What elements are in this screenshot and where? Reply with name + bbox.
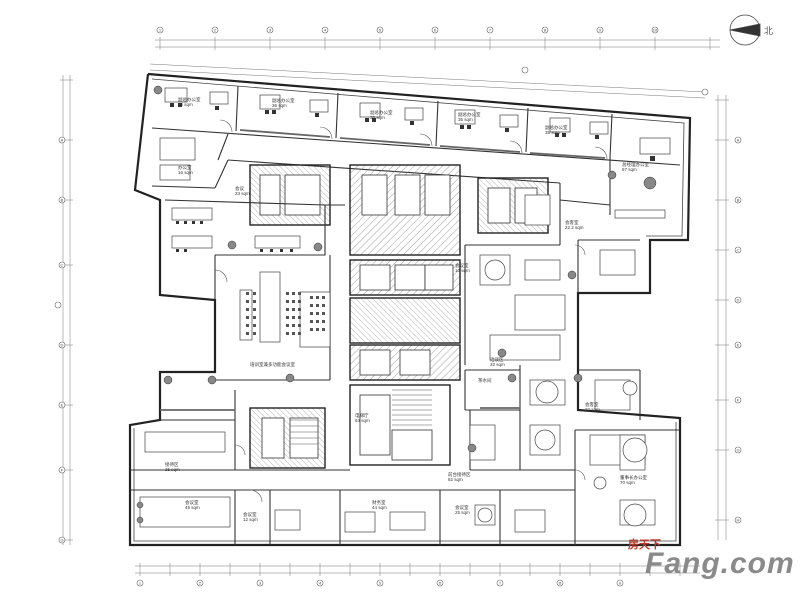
round-tables <box>477 259 648 527</box>
grid-axis-label-top: 9 <box>599 28 602 33</box>
grid-axis-label-left: D <box>61 343 64 348</box>
watermark-logo: Fang.com <box>645 547 795 580</box>
training-seats <box>246 292 325 335</box>
grid-axis-label-right: G <box>736 448 739 453</box>
grid-axis-label-left: A <box>61 138 64 143</box>
grid-axis-label-bottom: 2 <box>199 581 202 586</box>
grid-axis-label-right: D <box>737 298 740 303</box>
exterior-walls <box>128 72 692 547</box>
grid-axis-label-bottom: 6 <box>439 581 442 586</box>
grid-axis-label-bottom: 7 <box>499 581 502 586</box>
grid-axis-label-top: 7 <box>489 28 492 33</box>
core-internal <box>259 174 538 461</box>
desks <box>139 87 671 533</box>
grid-axis-label-bottom: 3 <box>259 581 262 586</box>
dimension-lines <box>62 39 727 574</box>
grid-axis-label-right: H <box>737 518 740 523</box>
grid-axis-label-top: 6 <box>434 28 437 33</box>
grid-axis-label-top: 10 <box>653 28 658 33</box>
room-label-pantry: 茶水间 <box>478 378 492 383</box>
glass-partitions <box>160 129 606 411</box>
grid-axis-label-left: B <box>61 198 64 203</box>
interior-partitions <box>130 158 680 545</box>
watermark-cn: 房天下 <box>628 539 661 551</box>
grid-axis-label-top: 3 <box>269 28 272 33</box>
grid-axis-label-bottom: 5 <box>379 581 382 586</box>
grid-axis-label-right: B <box>737 198 740 203</box>
room-label-training-room: 培训室兼多功能会议室 <box>250 362 295 367</box>
grid-axis-label-top: 4 <box>324 28 327 33</box>
dimension-ticks <box>60 37 729 576</box>
compass-label: 北 <box>764 26 774 36</box>
grid-axis-label-right: C <box>737 248 740 253</box>
grid-axis-bubbles <box>54 26 742 587</box>
door-swings <box>214 119 608 503</box>
grid-axis-label-bottom: 8 <box>559 581 562 586</box>
grid-axis-label-bottom: 1 <box>139 581 142 586</box>
grid-axis-label-top: 2 <box>214 28 217 33</box>
grid-axis-label-left: C <box>61 263 64 268</box>
grid-axis-label-bottom: 4 <box>319 581 322 586</box>
grid-axis-label-top: 5 <box>379 28 382 33</box>
compass-icon <box>729 14 761 46</box>
grid-axis-label-left: E <box>61 403 64 408</box>
grid-axis-label-right: F <box>737 398 740 403</box>
exterior-wall-inner <box>133 78 685 542</box>
grid-axis-label-right: E <box>737 343 740 348</box>
grid-axis-label-right: A <box>737 138 740 143</box>
plants <box>136 85 657 524</box>
chairs <box>170 103 655 252</box>
grid-axis-label-left: G <box>60 538 63 543</box>
stair-treads <box>290 389 432 445</box>
grid-axis-label-bottom: 9 <box>619 581 622 586</box>
grid-axis-label-left: F <box>61 468 64 473</box>
grid-axis-label-top: 8 <box>544 28 547 33</box>
grid-axis-label-top: 1 <box>159 28 162 33</box>
